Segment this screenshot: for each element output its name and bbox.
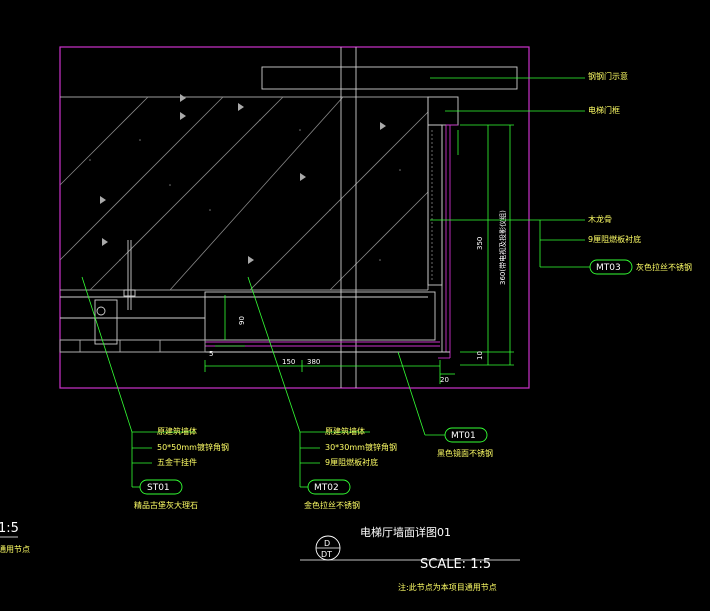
dim-10-label: 10: [476, 351, 484, 360]
dim-90-label: 90: [238, 316, 246, 325]
label-mt03-material: 灰色拉丝不锈钢: [636, 262, 692, 272]
anchor-bolt: [94, 240, 136, 345]
stone-wall: [59, 94, 429, 291]
drawing-scale: SCALE: 1:5: [420, 557, 491, 572]
base-skirting: [59, 291, 450, 353]
dim-380-label: 380: [307, 358, 320, 366]
label-left-1: 原建筑墙体: [157, 426, 197, 436]
label-st01-material: 精品古堡灰大理石: [134, 500, 198, 510]
right-panel-layers: [427, 124, 458, 359]
tag-mt01: MT01: [451, 431, 476, 441]
dim-20-label: 20: [440, 376, 449, 384]
tag-mt02: MT02: [314, 483, 339, 493]
dim-350-label: 350: [476, 237, 484, 250]
tag-st01: ST01: [147, 483, 170, 493]
dimension-lines: [204, 124, 514, 384]
dim-150-label: 150: [282, 358, 295, 366]
label-door-indicator: 钢钢门示意: [588, 71, 628, 81]
label-mt02-material: 金色拉丝不锈钢: [304, 500, 360, 510]
label-fireproof-board: 9厘阻燃板衬底: [588, 234, 641, 244]
title-block: [300, 535, 520, 561]
dim-360-label: 360(带电视及投影仪组): [498, 210, 507, 285]
tag-mt03: MT03: [596, 263, 621, 273]
label-left-3: 五金干挂件: [157, 457, 197, 467]
label-wood-keel: 木龙骨: [588, 214, 612, 224]
label-mid-3: 9厘阻燃板衬底: [325, 457, 378, 467]
dim-5-label: 5: [209, 350, 213, 358]
material-tags: [139, 259, 633, 495]
section-symbol-top: D: [324, 539, 330, 548]
drawing-frame: [59, 46, 530, 389]
drawing-title: 电梯厅墙面详图01: [360, 525, 451, 539]
left-edge-scale: 1:5: [0, 521, 19, 536]
label-mid-1: 原建筑墙体: [325, 426, 365, 436]
drawing-note: 注:此节点为本项目通用节点: [398, 582, 497, 592]
left-edge-note: 通用节点: [0, 544, 30, 554]
label-left-2: 50*50mm镀锌角钢: [157, 442, 229, 452]
label-door-frame: 电梯门框: [588, 105, 620, 115]
section-symbol-bottom: DT: [321, 550, 332, 559]
leader-lines: [81, 77, 590, 488]
label-mid-2: 30*30mm镀锌角钢: [325, 442, 397, 452]
stone-dots: [89, 119, 401, 261]
label-mt01-material: 黑色镜面不锈钢: [437, 448, 493, 458]
